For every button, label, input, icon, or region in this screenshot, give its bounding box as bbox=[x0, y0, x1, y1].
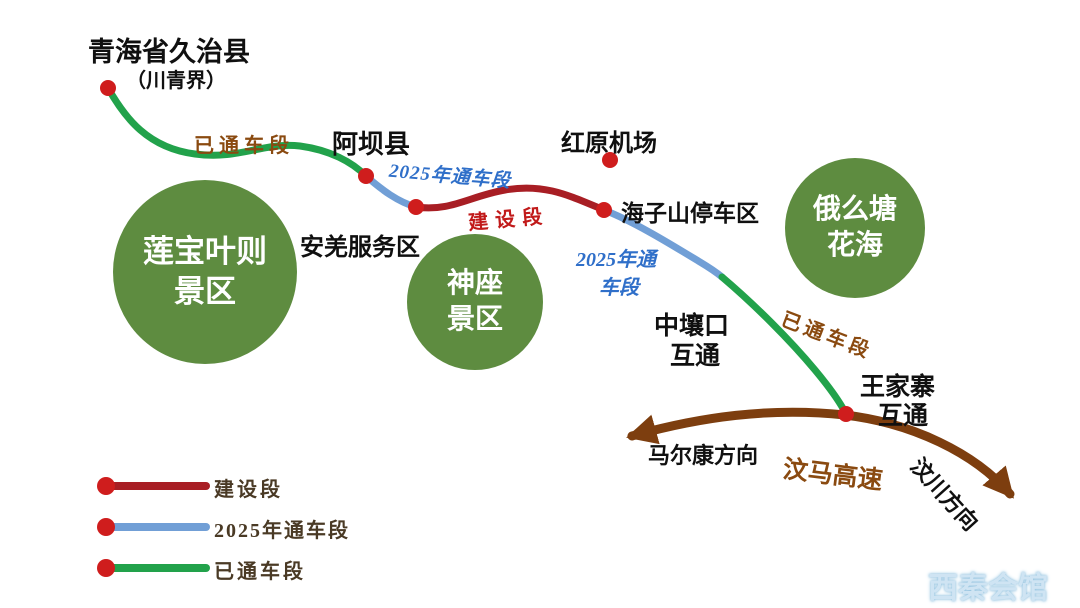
label-maerkang-direction: 马尔康方向 bbox=[648, 443, 759, 468]
node-haizishan bbox=[596, 202, 612, 218]
label-anqiang-service-area: 安羌服务区 bbox=[300, 235, 420, 261]
segment-construction bbox=[412, 184, 608, 214]
lianbaoyeze-name-line1: 莲宝叶则 bbox=[143, 234, 267, 269]
node-aba bbox=[358, 168, 374, 184]
legend-dot-2025 bbox=[97, 518, 115, 536]
shenzuo-circle bbox=[407, 234, 543, 370]
emotang-name-line1: 俄么塘 bbox=[812, 194, 897, 225]
segment-opened-west bbox=[104, 84, 370, 180]
label-haizishan-parking: 海子山停车区 bbox=[621, 201, 759, 226]
shenzuo-area-label: 神座 景区 bbox=[407, 266, 543, 338]
node-jiuzhi bbox=[100, 80, 116, 96]
label-2025-east-line2: 车段 bbox=[599, 277, 639, 299]
shenzuo-name-line1: 神座 bbox=[446, 268, 503, 299]
legend-dot-construction bbox=[97, 477, 115, 495]
legend-label-2025: 2025年通车段 bbox=[214, 520, 350, 542]
segment-2025-east bbox=[600, 206, 726, 281]
label-hongyuan-airport: 红原机场 bbox=[561, 131, 657, 157]
label-aba-county: 阿坝县 bbox=[332, 130, 411, 159]
label-wangjiazhai-line1: 王家寨 bbox=[860, 374, 936, 401]
legend-label-opened: 已通车段 bbox=[214, 561, 306, 583]
label-jiuzhi-county: 青海省久治县 bbox=[88, 37, 250, 67]
emotang-name-line2: 花海 bbox=[826, 230, 883, 261]
label-2025-east-line1: 2025年通 bbox=[576, 249, 656, 271]
emotang-circle bbox=[785, 158, 925, 298]
legend-label-construction: 建设段 bbox=[214, 479, 283, 501]
lianbaoyeze-name-line2: 景区 bbox=[174, 274, 236, 309]
label-chuanqing-border: （川青界） bbox=[126, 70, 226, 92]
label-zhongrangkou-line2: 互通 bbox=[670, 343, 721, 370]
lianbaoyeze-circle bbox=[113, 180, 297, 364]
watermark: 西秦会馆 bbox=[928, 572, 1048, 605]
lianbaoyeze-area-label: 莲宝叶则 景区 bbox=[113, 232, 297, 312]
segment-opened-east bbox=[718, 273, 850, 418]
legend-dot-opened bbox=[97, 559, 115, 577]
label-opened-west: 已通车段 bbox=[194, 135, 294, 157]
emotang-area-label: 俄么塘 花海 bbox=[785, 192, 925, 264]
node-hongyuan-airport bbox=[602, 152, 618, 168]
node-wangjiazhai bbox=[838, 406, 854, 422]
node-anqiang bbox=[408, 199, 424, 215]
shenzuo-name-line2: 景区 bbox=[446, 304, 503, 335]
label-wangjiazhai-line2: 互通 bbox=[878, 403, 929, 430]
label-zhongrangkou-line1: 中壤口 bbox=[654, 313, 730, 340]
